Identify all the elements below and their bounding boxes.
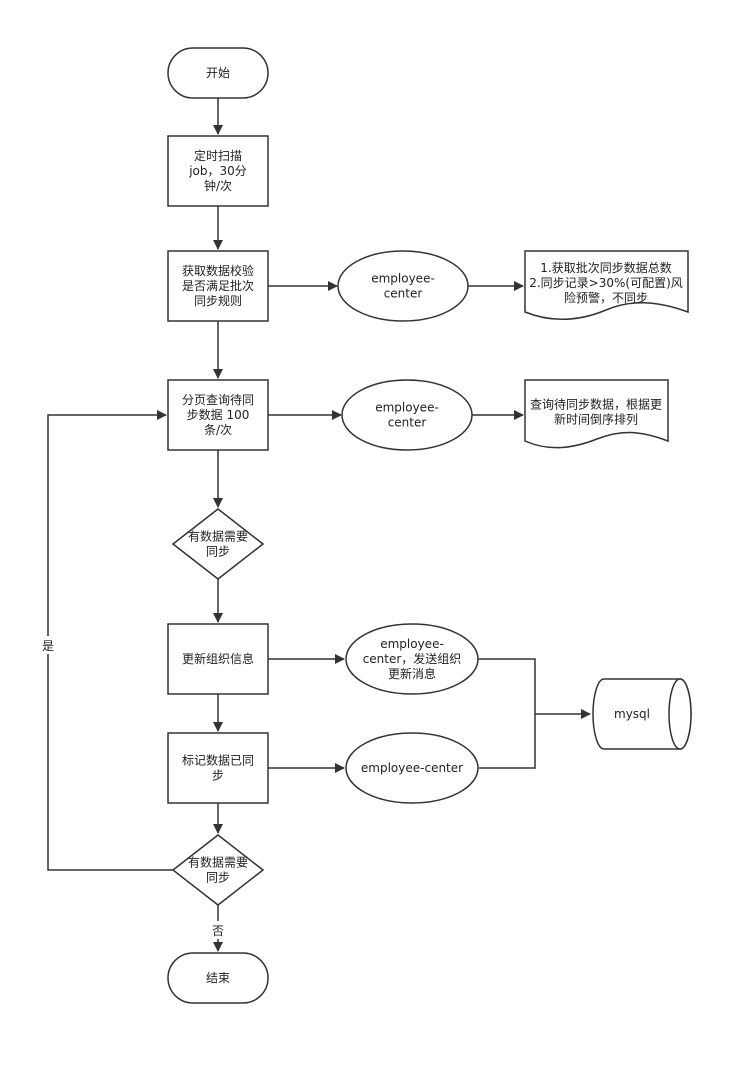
label-line: 标记数据已同 — [182, 753, 254, 768]
edge-ec3-ec4-merge — [478, 658, 536, 769]
mysql-node: mysql — [592, 678, 692, 750]
label-line: center — [388, 416, 427, 430]
label-line: 分页查询待同 — [182, 393, 254, 407]
employee-center-label-1: employee-center — [371, 272, 435, 301]
end-label: 结束 — [206, 971, 230, 985]
label-line: 开始 — [206, 66, 230, 80]
label-line: 同步 — [206, 871, 230, 885]
label-line: 同步 — [206, 545, 230, 559]
label-line: center，发送组织 — [363, 651, 462, 666]
label-line: employee- — [380, 637, 444, 651]
update-org-label: 更新组织信息 — [182, 651, 254, 666]
yes-label-bg — [40, 636, 56, 654]
start-node: 开始 — [167, 47, 269, 99]
label-line: 条/次 — [204, 423, 232, 437]
employee-center-node-1: employee-center — [337, 250, 469, 322]
label-line: 是否满足批次 — [182, 278, 254, 293]
label-line: 步 — [212, 769, 224, 783]
mark-synced-label: 标记数据已同步 — [182, 753, 254, 783]
label-line: 获取数据校验 — [182, 263, 254, 278]
label-line: 更新消息 — [388, 666, 436, 681]
label-line: mysql — [614, 707, 650, 721]
label-line: 步数据 100 — [187, 407, 250, 422]
fetch-check-label: 获取数据校验是否满足批次同步规则 — [182, 263, 254, 308]
label-line: employee- — [371, 272, 435, 286]
label-line: 2.同步记录>30%(可配置)风 — [529, 276, 683, 290]
label-line: 定时扫描 — [194, 148, 242, 163]
label-line: employee- — [375, 401, 439, 415]
employee-center-label-2: employee-center — [375, 401, 439, 430]
mysql-label: mysql — [614, 707, 650, 721]
mark-synced-node: 标记数据已同步 — [167, 732, 269, 804]
label-line: 有数据需要 — [188, 529, 248, 544]
decision-label-2: 有数据需要同步 — [188, 855, 248, 885]
edge-decision2-yes-loop — [47, 410, 173, 871]
label-line: 钟/次 — [204, 178, 232, 193]
employee-center-node-3: employee-center，发送组织更新消息 — [345, 623, 479, 695]
label-line: 查询待同步数据，根据更 — [530, 397, 662, 412]
note-label-2: 查询待同步数据，根据更新时间倒序排列 — [530, 397, 662, 427]
employee-center-node-4: employee-center — [345, 732, 479, 804]
start-label: 开始 — [206, 66, 230, 80]
label-line: 有数据需要 — [188, 855, 248, 870]
employee-center-label-3: employee-center，发送组织更新消息 — [363, 637, 462, 681]
label-line: 同步规则 — [194, 293, 242, 308]
end-node: 结束 — [167, 952, 269, 1004]
decision-node-2: 有数据需要同步 — [171, 834, 265, 906]
label-line: 1.获取批次同步数据总数 — [540, 260, 671, 275]
no-label-bg — [210, 921, 226, 939]
no-label: 否 — [212, 924, 224, 938]
label-line: 更新组织信息 — [182, 651, 254, 666]
connectors — [47, 98, 591, 952]
label-line: job，30分 — [188, 164, 247, 178]
label-line: 新时间倒序排列 — [554, 412, 638, 427]
label-line: employee-center — [361, 761, 463, 775]
label-line: 结束 — [206, 971, 230, 985]
label-line: center — [384, 287, 423, 301]
note-node-2: 查询待同步数据，根据更新时间倒序排列 — [524, 379, 669, 449]
update-org-node: 更新组织信息 — [167, 623, 269, 695]
decision-node-1: 有数据需要同步 — [171, 508, 265, 580]
decision-label-1: 有数据需要同步 — [188, 529, 248, 559]
fetch-check-node: 获取数据校验是否满足批次同步规则 — [167, 250, 269, 322]
yes-label: 是 — [42, 639, 54, 653]
employee-center-label-4: employee-center — [361, 761, 463, 775]
label-line: 险预警，不同步 — [564, 290, 648, 305]
employee-center-node-2: employee-center — [341, 379, 473, 451]
